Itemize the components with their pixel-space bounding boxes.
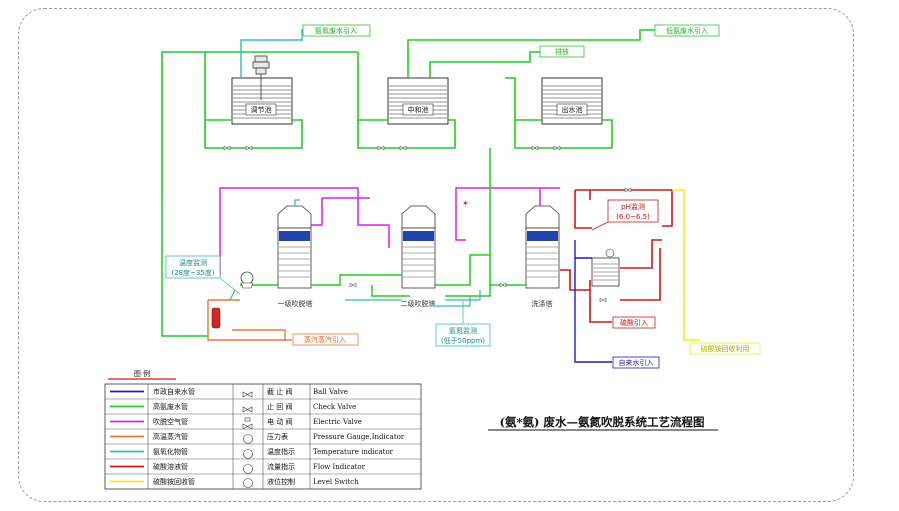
legend-symbol-label: 液位控制 bbox=[267, 477, 295, 486]
label-box-top-1: 氨氮废水引入 bbox=[302, 24, 371, 37]
diagram-title: (氨*氨) 废水—氨氮吹脱系统工艺流程图 bbox=[500, 415, 705, 429]
legend-pipe-label: 高温蒸汽管 bbox=[153, 432, 188, 441]
legend-symbol-label: 温度指示 bbox=[267, 447, 295, 456]
tank-1-label: 调节池 bbox=[251, 105, 272, 114]
valve-icons bbox=[223, 145, 632, 303]
tower-2-label: 二级吹脱塔 bbox=[401, 299, 436, 308]
legend-pipe-label: 硫酸溶液管 bbox=[153, 462, 188, 471]
svg-text:蒸汽蒸汽引入: 蒸汽蒸汽引入 bbox=[304, 335, 346, 344]
legend-symbol-en: Temperature indicator bbox=[313, 448, 394, 456]
tower-1: 一级吹脱塔 bbox=[278, 205, 313, 308]
legend-symbol-en: Level Switch bbox=[313, 478, 359, 486]
electric-valve-icon bbox=[242, 417, 253, 430]
acid-label-box: 硫酸引入 bbox=[612, 316, 656, 329]
legend-pipe-label: 市政自来水管 bbox=[153, 387, 195, 396]
legend-pipe-label: 氨氧化物管 bbox=[153, 447, 188, 456]
tap-label-box: 自来水引入 bbox=[612, 356, 660, 369]
legend-symbol-en: Electric Valve bbox=[313, 418, 362, 426]
legend-symbol-label: 止 回 阀 bbox=[267, 402, 292, 411]
tower-1-label: 一级吹脱塔 bbox=[278, 299, 313, 308]
steam-pipes bbox=[207, 299, 292, 341]
heater-icon bbox=[211, 307, 221, 329]
svg-text:(6.0~6.5): (6.0~6.5) bbox=[616, 213, 650, 221]
legend-symbol-label: 压力表 bbox=[267, 432, 288, 441]
svg-text:低氨废水引入: 低氨废水引入 bbox=[666, 26, 708, 35]
legend-symbol-label: 电 动 阀 bbox=[267, 417, 292, 426]
legend-symbol-en: Ball Valve bbox=[313, 388, 348, 396]
legend-symbol-en: Flow Indicator bbox=[313, 463, 366, 471]
level-switch-icon bbox=[243, 478, 253, 488]
legend-pipe-label: 高氨废水管 bbox=[153, 402, 188, 411]
legend-symbol-en: Pressure Gauge,Indicator bbox=[313, 433, 405, 441]
ammonia-gas-pipe-top bbox=[240, 29, 305, 78]
temperature-indicator-icon bbox=[243, 449, 253, 459]
tank-1: 调节池 bbox=[231, 77, 293, 125]
svg-text:pH监测: pH监测 bbox=[621, 202, 645, 211]
callout-ammonia: 氨氮监测 (低于50ppm) bbox=[435, 300, 491, 347]
legend-header: 图 例 bbox=[134, 369, 150, 378]
ball-valve-icon bbox=[242, 391, 253, 398]
lower-green-pipes bbox=[161, 148, 526, 337]
svg-text:硫酸铵回收利用: 硫酸铵回收利用 bbox=[701, 344, 750, 353]
legend-rows: 市政自来水管 截 止 阀 Ball Valve 高氨废水管 止 回 阀 Check Val… bbox=[105, 387, 421, 486]
legend-symbol-en: Check Valve bbox=[313, 403, 356, 411]
legend-pipe-label: 吹脱空气管 bbox=[153, 417, 188, 426]
tank-3: 出水池 bbox=[541, 77, 603, 125]
svg-text:自来水引入: 自来水引入 bbox=[619, 358, 654, 367]
tower-3-label: 洗涤塔 bbox=[532, 299, 553, 308]
legend-symbol-label: 截 止 阀 bbox=[267, 387, 292, 396]
star-marker-icon: ✶ bbox=[462, 199, 469, 208]
legend-symbol-label: 流量指示 bbox=[267, 462, 295, 471]
tower-3: 洗涤塔 bbox=[525, 205, 560, 308]
acid-pipes bbox=[560, 189, 673, 323]
high-ammonia-pipes bbox=[161, 29, 655, 195]
check-valve-icon bbox=[242, 406, 253, 413]
svg-text:(28度~35度): (28度~35度) bbox=[171, 268, 214, 277]
legend-pipe-label: 硫酸铵回收管 bbox=[153, 477, 195, 486]
ammonium-sulfate-pipes bbox=[672, 189, 700, 341]
svg-text:排放: 排放 bbox=[555, 47, 569, 56]
svg-text:氨氮监测: 氨氮监测 bbox=[449, 326, 477, 335]
svg-text:氨氮废水引入: 氨氮废水引入 bbox=[315, 26, 357, 35]
tank-2: 中和池 bbox=[387, 77, 449, 125]
tower-2: 二级吹脱塔 bbox=[401, 205, 436, 308]
legend-symbol-icons bbox=[242, 391, 253, 488]
pump-icon bbox=[240, 271, 254, 289]
acid-tank bbox=[591, 248, 620, 287]
ammonia-gas-pipes bbox=[229, 199, 481, 307]
svg-text:温度监测: 温度监测 bbox=[179, 258, 207, 267]
agitator-icon bbox=[252, 55, 270, 100]
product-label-box: 硫酸铵回收利用 bbox=[689, 342, 761, 355]
label-box-top-3: 低氨废水引入 bbox=[654, 24, 720, 37]
legend: 图 例 市政自来水管 截 止 阀 Ball Valve 高氨废水管 止 回 阀 Check… bbox=[104, 369, 422, 490]
svg-text:硫酸引入: 硫酸引入 bbox=[620, 318, 648, 327]
flow-indicator-icon bbox=[243, 464, 253, 474]
steam-label-box: 蒸汽蒸汽引入 bbox=[292, 333, 359, 346]
svg-text:(低于50ppm): (低于50ppm) bbox=[441, 336, 485, 345]
stripping-air-pipes bbox=[219, 187, 560, 275]
label-box-top-2: 排放 bbox=[539, 45, 585, 58]
callout-ph: pH监测 (6.0~6.5) bbox=[591, 199, 659, 231]
tap-water-pipes bbox=[574, 240, 612, 363]
tank-3-label: 出水池 bbox=[562, 105, 583, 114]
diagram-frame bbox=[18, 8, 854, 502]
pressure-gauge-icon bbox=[243, 434, 253, 444]
tank-2-label: 中和池 bbox=[408, 105, 429, 114]
callout-temp: 温度监测 (28度~35度) bbox=[165, 255, 241, 295]
